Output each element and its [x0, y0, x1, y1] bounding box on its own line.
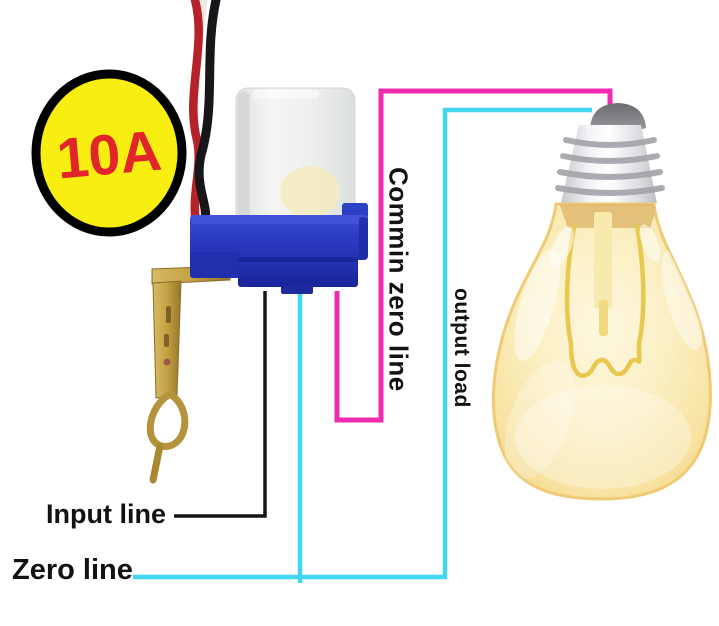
label-input-line: Input line	[46, 499, 166, 529]
bracket-tail	[149, 442, 164, 484]
badge-text: 10A	[54, 119, 164, 192]
bracket-slot	[164, 334, 169, 347]
cap-sheen	[252, 90, 320, 99]
base-step-shadow	[238, 257, 358, 262]
bulb-filament-icon	[564, 223, 646, 378]
base-bottom-tab	[281, 285, 313, 294]
glass-highlight	[661, 249, 703, 351]
power-wires	[189, 0, 221, 229]
bulb-inner	[504, 204, 703, 489]
common-zero-wire	[334, 88, 613, 423]
base-upper-top-face	[190, 215, 368, 224]
red-wire	[189, 0, 203, 227]
switch-base	[190, 203, 368, 294]
bulb-stem-tip	[599, 300, 608, 336]
light-bulb	[492, 103, 712, 501]
base-left-step	[190, 252, 240, 278]
glass-highlight	[514, 249, 560, 361]
bracket-loop	[146, 390, 189, 450]
input-line-wire	[174, 291, 267, 518]
base-upper	[190, 215, 368, 260]
base-right-shade	[359, 217, 368, 259]
glass-sheen	[515, 385, 691, 489]
zero-line-wire	[133, 107, 592, 580]
label-output-load: output load	[450, 288, 474, 408]
bracket-hole	[163, 358, 171, 366]
black-wire	[194, 0, 221, 229]
bulb-stem	[594, 212, 612, 308]
glass-sheen	[504, 360, 576, 480]
cap-glow	[280, 166, 340, 218]
glass-highlight	[550, 226, 574, 268]
bracket-slot	[166, 306, 171, 323]
bulb-screw-ridges	[555, 137, 665, 196]
cap-shadow	[238, 92, 250, 224]
badge-circle	[31, 69, 187, 237]
label-commin-zero-line: Commin zero line	[383, 167, 414, 392]
glass-highlight	[639, 224, 661, 262]
amp-rating-badge: 10A	[31, 69, 187, 237]
wiring-lines	[133, 88, 613, 583]
sensor-cap	[235, 87, 356, 229]
base-lower	[238, 257, 358, 287]
mounting-bracket	[146, 265, 231, 484]
photocell-sensor-switch	[146, 0, 368, 484]
label-zero-line: Zero line	[12, 554, 133, 586]
